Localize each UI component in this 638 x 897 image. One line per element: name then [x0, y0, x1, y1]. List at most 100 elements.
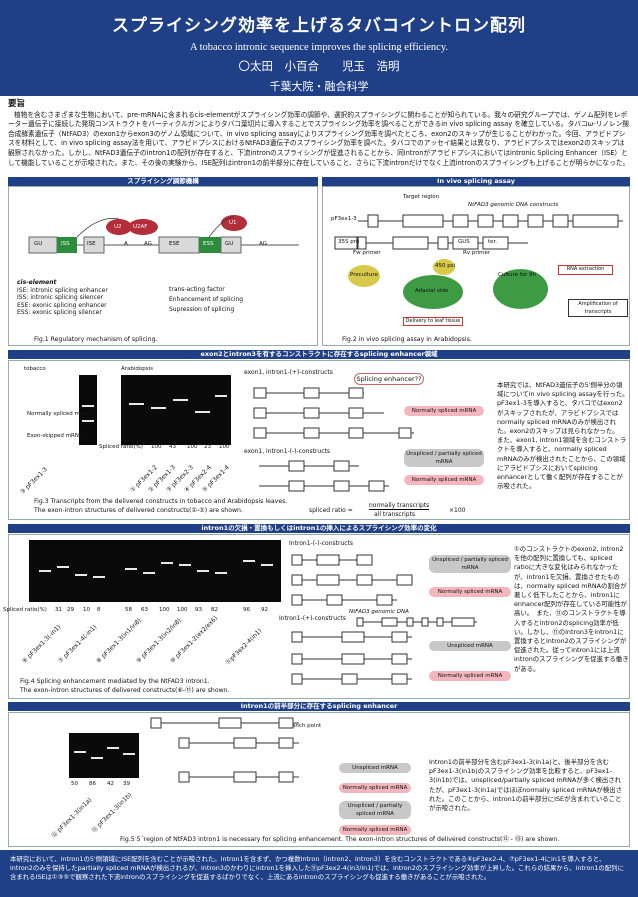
fig3-enhancer: Splicing enhancer??	[354, 373, 424, 385]
fig3-formula-den: all transcripts	[374, 511, 416, 518]
fig3-out-unspliced: Unspliced / partially spliced mRNA	[404, 449, 484, 467]
fig3-out-normal: Normally spliced mRNA	[404, 406, 484, 416]
fig4-out-normal-2: Normally spliced mRNA	[429, 671, 511, 681]
fig2-rv-primer: Rv primer	[463, 250, 491, 256]
fig4-ratio: 31	[55, 607, 62, 613]
fig3-lane-tob: ③ pF3ex1-3	[19, 466, 49, 496]
fig1-ese: ESE	[169, 241, 180, 247]
abstract-text: 植物を含むさまざまな生物において、pre-mRNAに含まれるcis-elemen…	[8, 110, 630, 167]
abstract-section: 要旨 植物を含むさまざまな生物において、pre-mRNAに含まれるcis-ele…	[8, 99, 630, 168]
fig4-panel: Spliced ratio(%) 31 29 10 8 58 63 100 10…	[3, 534, 630, 699]
fig1-legend-right: trans-acting factor Enhancement of splic…	[169, 285, 243, 315]
fig1-exon-gu: GU	[34, 241, 43, 247]
fig3-tobacco: tobacco	[24, 366, 46, 372]
fig3-ratio: 100	[151, 444, 162, 450]
fig1-legend-item: ESS: exonic splicing silencer	[17, 309, 102, 316]
ess-box	[199, 237, 221, 253]
ise-box	[83, 236, 105, 254]
fig4-ratio: 96	[243, 607, 250, 613]
fig1-legend: cis-element ISE: intronic splicing enhan…	[17, 279, 108, 317]
fig2-fw-primer: Fw primer	[353, 250, 381, 256]
fig2-step-preculture: Preculture	[350, 272, 378, 278]
fig1-branch-a: A	[124, 241, 128, 247]
fig3-constructs-minus	[259, 460, 389, 492]
fig3-minus: exon1, intron1-(-)-constructs	[244, 448, 330, 455]
fig5-ratio: 50	[71, 781, 78, 787]
fig3-formula-left: spliced ratio =	[309, 507, 353, 514]
splicing-diagram	[28, 215, 299, 254]
fig2-bar: In vivo splicing assay	[322, 177, 630, 186]
poster-title: スプライシング効率を上げるタバコイントロン配列	[112, 16, 526, 36]
culture-plate	[493, 269, 548, 309]
fig3-caption: Fig.3 Transcripts from the delivered con…	[34, 498, 288, 514]
fig4-ratio: 100	[159, 607, 170, 613]
fig4-ratio: 29	[67, 607, 74, 613]
fig4-ratio: 92	[261, 607, 268, 613]
abstract-heading: 要旨	[8, 99, 26, 109]
fig2-step-delivery: Delivery to leaf tissue	[403, 317, 463, 326]
fig3-formula-x: ×100	[449, 507, 466, 514]
fig4-ratio: 58	[125, 607, 132, 613]
fig3-ratio: 43	[169, 444, 176, 450]
fig5-out-unspliced: Unspliced mRNA	[339, 763, 411, 773]
fig1-ise: ISE	[87, 241, 96, 247]
fig5-caption: Fig.5 5´region of NtFAD3 intron1 is nece…	[120, 836, 560, 843]
fig2-psi: 450 psi	[435, 263, 456, 269]
fig1-iss: ISS	[61, 241, 70, 247]
fig3-text: 本研究では、NtFAD3遺伝子の5'側半分の領域についてin vivo spli…	[497, 381, 632, 491]
fig5-text: Intron1の前半部分を含むpF3ex1-3(in1a)と、後半部分を含むpF…	[429, 758, 623, 813]
fig4-lane: ⑥ pF3ex1-3(-in1)	[21, 623, 63, 665]
adaxial-plate	[403, 275, 463, 309]
fig4-ratio: 10	[83, 607, 90, 613]
fig4-bar: intron1の欠損・置換もしくはintron1の挿入によるスプライシング効率の…	[8, 524, 630, 533]
fig5-branch: A: branch point	[279, 723, 322, 729]
fig5-ratio: 39	[123, 781, 130, 787]
fig1-bar: スプライシング調節機構	[8, 177, 318, 186]
poster-authors: 〇太田 小百合 児玉 浩明	[238, 59, 400, 73]
fig3-arabidopsis: Arabidopsis	[121, 366, 154, 372]
fig1-caption: Fig.1 Regulatory mechanism of splicing.	[34, 336, 158, 343]
fig3-formula-num: normally transcripts	[369, 502, 430, 510]
fig2-step-culture: Culture for 9h	[498, 272, 537, 278]
fig3-bar: exon2とintron3を有するコンストラクトに存在するsplicing en…	[8, 350, 630, 359]
fig4-text: ①のコンストラクトのexon2, intron2を他の配列に置換しても、spli…	[514, 545, 629, 673]
fig3-panel: tobacco Arabidopsis Normally spliced mRN…	[8, 360, 632, 520]
preculture-plate	[348, 265, 380, 287]
iss-box	[57, 237, 77, 253]
fig4-ratio: 93	[195, 607, 202, 613]
fig2-step-adaxial: Adaxial side	[415, 288, 449, 294]
fig1-legend-item: ISS: intronic splicing silencer	[17, 294, 103, 301]
fig1-gu-2: GU	[225, 241, 234, 247]
fig1-panel: GU ISS ISE A AG ESE ESS GU AG U2 U2AF U1…	[8, 186, 318, 346]
fig3-normal-label: Normally spliced mRNA	[27, 411, 92, 417]
fig4-ratio: 100	[177, 607, 188, 613]
fig4-out-normal: Normally spliced mRNA	[429, 587, 511, 597]
fig3-tobacco-gel	[79, 375, 97, 445]
fig1-u2af: U2AF	[133, 224, 148, 230]
fig3-arabidopsis-gel	[121, 375, 231, 445]
u2af-factor	[128, 219, 158, 235]
fig2-construct-diagram	[334, 214, 623, 250]
fig5-out-normal: Normally spliced mRNA	[339, 783, 411, 793]
fig4-constructs-minus	[291, 554, 413, 606]
fig1-legend-right-item: trans-acting factor	[169, 286, 225, 293]
fig1-u1: U1	[229, 220, 237, 226]
poster-subtitle: A tobacco intronic sequence improves the…	[189, 42, 449, 53]
fig2-step-amp: Amplification of transcripts	[568, 299, 628, 317]
fig3-out-normal-2: Normally spliced mRNA	[404, 475, 484, 485]
fig3-ratio-label: Spliced ratio(%)	[99, 444, 143, 450]
fig2-vector-gus: GUS	[458, 239, 470, 245]
fig4-lane: ⑦ pF3ex1-4(-in1)	[57, 623, 99, 665]
fig4-constructs-plus	[291, 617, 477, 685]
fig1-legend-item: ISE: intronic splicing enhancer	[17, 286, 108, 294]
pressure-marker	[433, 259, 455, 275]
fig1-u2: U2	[114, 224, 122, 230]
fig5-ratio: 42	[107, 781, 114, 787]
fig4-out-unspliced-2: Unspliced mRNA	[429, 641, 511, 651]
fig2-construct-label: NtFAD3 genomic DNA constructs	[468, 202, 559, 208]
fig4-gel	[29, 540, 281, 602]
fig1-ess: ESS	[203, 241, 214, 247]
fig5-bar: Intron1の前半部分に存在するsplicing enhancer	[8, 702, 630, 711]
fig4-lane: ⑪pF3ex2-4(in1)	[224, 627, 264, 667]
fig4-minus: Intron1-(-)-constructs	[289, 540, 354, 547]
